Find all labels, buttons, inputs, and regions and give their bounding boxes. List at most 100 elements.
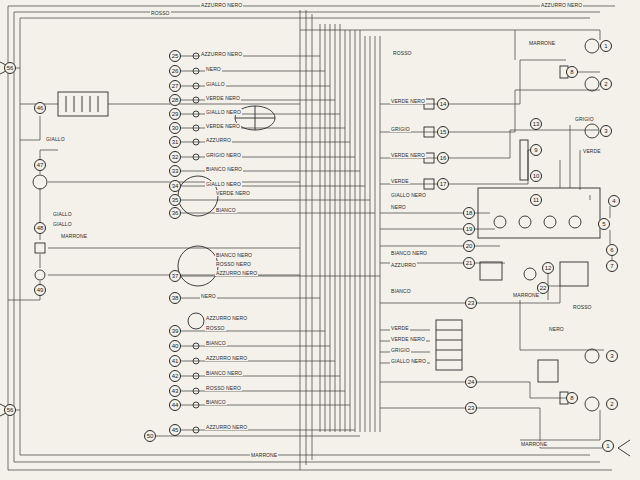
wire-colour-label: VERDE NERO xyxy=(390,152,426,158)
wire-colour-label: VERDE xyxy=(582,148,602,154)
callout-number: 20 xyxy=(463,240,475,252)
callout-number: 41 xyxy=(169,355,181,367)
callout-number: 14 xyxy=(437,98,449,110)
callout-number: 34 xyxy=(169,180,181,192)
callout-number: 33 xyxy=(169,165,181,177)
wire-colour-label: BIANCO xyxy=(205,399,227,405)
wire-colour-label: NERO xyxy=(205,66,222,72)
wiring-rect xyxy=(35,243,45,253)
wiring-circle xyxy=(524,268,536,280)
wire-colour-label: AZZURRO NERO xyxy=(205,315,248,321)
wire-colour-label: GIALLO NERO xyxy=(390,192,427,198)
wire-colour-label: BIANCO NERO xyxy=(205,370,243,376)
wiring-circle xyxy=(193,139,199,145)
wiring-rect xyxy=(480,262,502,280)
callout-number: 56 xyxy=(4,62,16,74)
wire-colour-label: AZZURRO xyxy=(390,262,417,268)
wiring-rect xyxy=(538,360,558,382)
wiring-circle xyxy=(585,349,599,363)
wire-colour-label: GIALLO NERO xyxy=(205,109,242,115)
callout-number: 27 xyxy=(169,80,181,92)
wire-colour-label: VERDE xyxy=(390,178,410,184)
wire-colour-label: BIANCO NERO xyxy=(205,166,243,172)
wiring-path xyxy=(300,10,380,470)
wire-colour-label: BIANCO xyxy=(390,288,412,294)
callout-number: 3 xyxy=(606,350,618,362)
callout-number: 24 xyxy=(465,376,477,388)
wire-colour-label: BIANCO xyxy=(205,340,227,346)
wiring-circle xyxy=(519,216,531,228)
wiring-path xyxy=(0,62,12,416)
wire-colour-label: MARRONE xyxy=(250,452,278,458)
wire-colour-label: GRIGIO NERO xyxy=(205,152,242,158)
callout-number: 2 xyxy=(600,78,612,90)
wiring-rect xyxy=(424,127,434,137)
callout-number: 21 xyxy=(463,257,475,269)
wire-colour-label: MARRONE xyxy=(512,292,540,298)
wire-colour-label: NERO xyxy=(548,326,565,332)
wiring-circle xyxy=(193,97,199,103)
wiring-circle xyxy=(585,397,599,411)
wire-colour-label: AZZURRO NERO xyxy=(540,2,583,8)
callout-number: 39 xyxy=(169,325,181,337)
wire-colour-label: ROSSO NERO xyxy=(205,385,242,391)
wire-harness xyxy=(8,6,615,470)
wiring-circle xyxy=(178,246,218,286)
wire-colour-label: AZZURRO NERO xyxy=(205,355,248,361)
callout-number: 29 xyxy=(169,108,181,120)
wire-colour-label: GRIGIO xyxy=(390,347,411,353)
wire-colour-label: VERDE NERO xyxy=(390,98,426,104)
wiring-circle xyxy=(193,402,199,408)
callout-number: 8 xyxy=(566,66,578,78)
wire-colour-label: GIALLO xyxy=(205,81,226,87)
wiring-circle xyxy=(193,343,199,349)
callout-number: 16 xyxy=(437,152,449,164)
callout-number: 46 xyxy=(34,102,46,114)
wire-colour-label: BIANCO xyxy=(215,207,237,213)
wiring-rect xyxy=(560,262,588,286)
wire-colour-label: GIALLO NERO xyxy=(205,181,242,187)
wiring-circle xyxy=(193,111,199,117)
callout-number: 36 xyxy=(169,207,181,219)
callout-number: 9 xyxy=(530,144,542,156)
callout-number: 19 xyxy=(463,223,475,235)
wire-colour-label: VERDE NERO xyxy=(390,336,426,342)
wiring-rect xyxy=(424,179,434,189)
wire-colour-label: MARRONE xyxy=(520,441,548,447)
wiring-rect xyxy=(478,188,600,238)
callout-number: 31 xyxy=(169,136,181,148)
callout-number: 17 xyxy=(437,178,449,190)
wire-colour-label: GRIGIO xyxy=(390,126,411,132)
wiring-path xyxy=(436,330,462,360)
callout-number: 40 xyxy=(169,340,181,352)
wiring-path xyxy=(8,6,615,470)
callout-number: 4 xyxy=(608,195,620,207)
callout-number: 42 xyxy=(169,370,181,382)
callout-number: 56 xyxy=(4,404,16,416)
wire-colour-label: ROSSO NERO xyxy=(215,261,252,267)
callout-number: 1 xyxy=(600,40,612,52)
wire-colour-label: AZZURRO NERO xyxy=(200,2,243,8)
wiring-circle xyxy=(193,388,199,394)
wiring-circle xyxy=(193,68,199,74)
callout-number: 7 xyxy=(606,260,618,272)
wire-colour-label: GIALLO xyxy=(52,211,73,217)
wiring-circle xyxy=(193,154,199,160)
wire-colour-label: VERDE NERO xyxy=(205,95,241,101)
wiring-circle xyxy=(193,125,199,131)
wiring-circle xyxy=(494,216,506,228)
wiring-rect xyxy=(436,320,462,370)
callout-number: 3 xyxy=(600,125,612,137)
callout-number: 43 xyxy=(169,385,181,397)
wire-colour-label: GIALLO xyxy=(45,136,66,142)
wiring-circle xyxy=(585,124,599,138)
wiring-rect xyxy=(58,92,108,116)
callout-number: 30 xyxy=(169,122,181,134)
callout-number: 2 xyxy=(606,398,618,410)
wiring-circle xyxy=(585,39,599,53)
callout-number: 32 xyxy=(169,151,181,163)
callout-number: 12 xyxy=(542,262,554,274)
wire-colour-label: NERO xyxy=(200,293,217,299)
